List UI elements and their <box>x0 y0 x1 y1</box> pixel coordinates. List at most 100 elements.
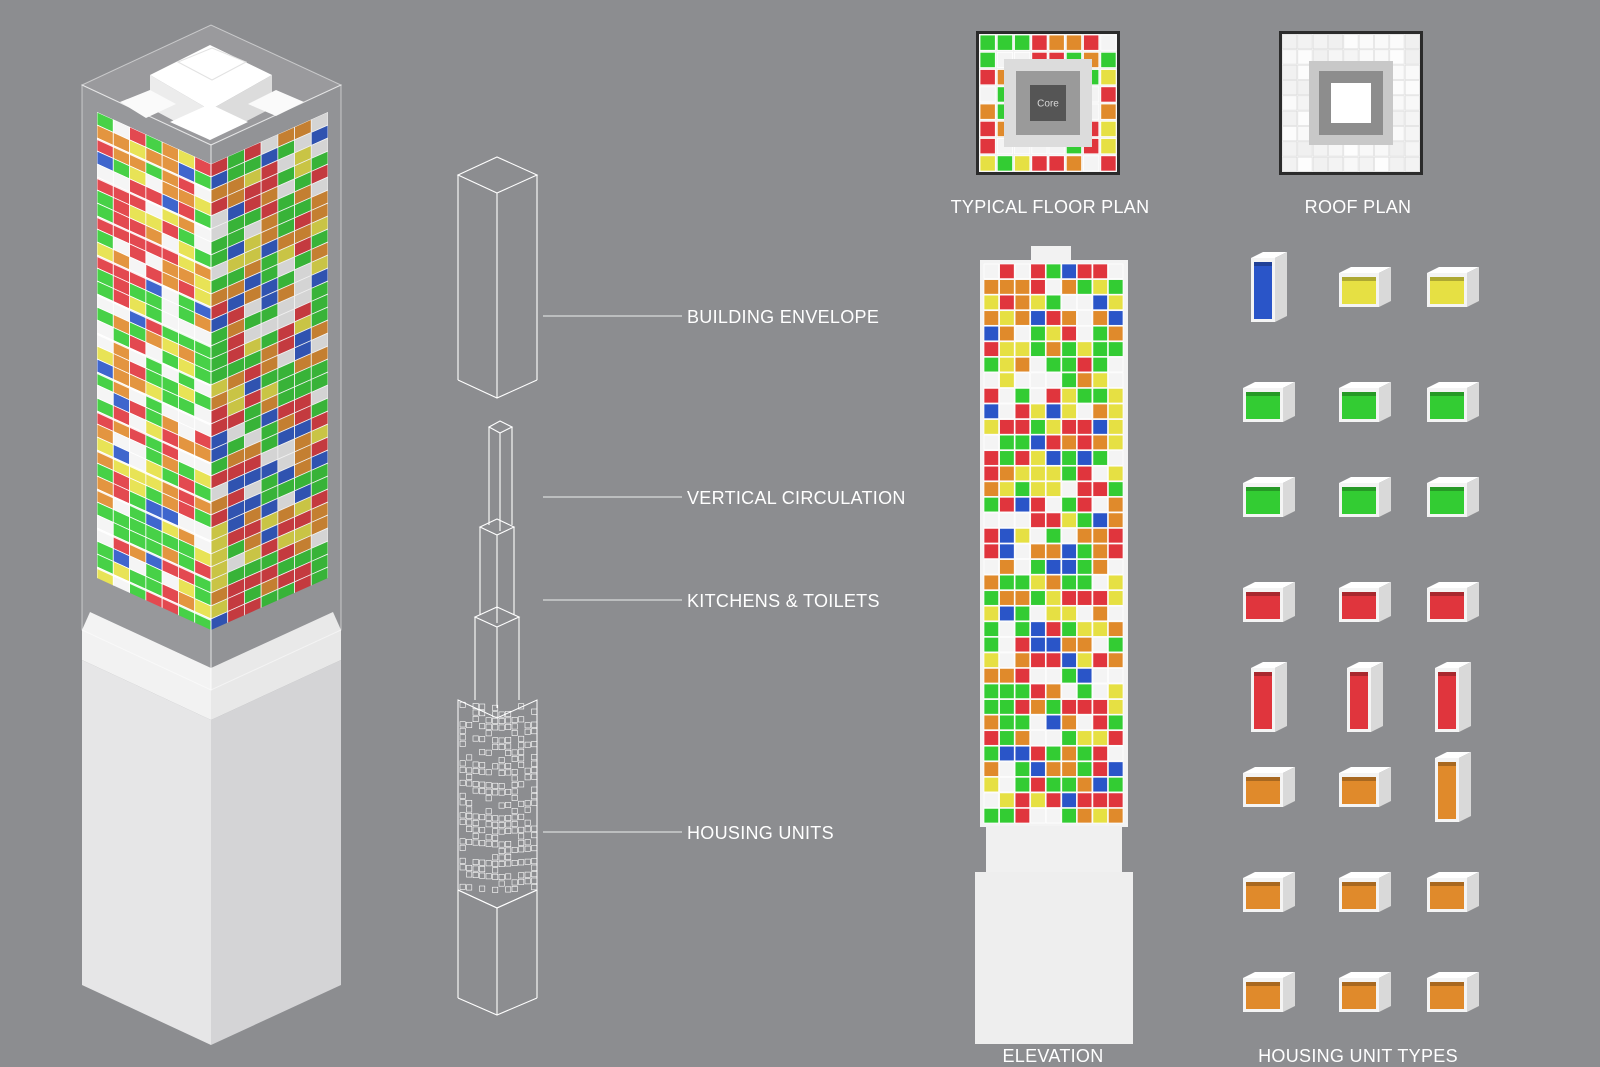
elevation-unit <box>1061 543 1077 559</box>
housing-unit-outline <box>511 716 518 723</box>
housing-unit-outline <box>498 744 505 751</box>
elevation-unit <box>983 761 999 777</box>
housing-unit-outline <box>511 885 518 892</box>
floor-plan-cell <box>979 34 996 51</box>
housing-unit-outline <box>524 741 531 748</box>
label-housing-units: HOUSING UNITS <box>687 823 834 843</box>
housing-unit-outline <box>524 858 531 865</box>
unit-interior-shadow <box>1254 672 1272 676</box>
elevation-unit <box>1108 792 1124 808</box>
elevation-unit <box>1030 792 1046 808</box>
tower-side-unit <box>310 527 328 550</box>
housing-unit-outline <box>498 841 505 848</box>
elevation-unit <box>999 388 1015 404</box>
housing-unit-outline <box>472 781 479 788</box>
elevation-unit <box>1076 356 1093 373</box>
unit-side <box>1371 662 1383 732</box>
housing-unit-outline <box>511 827 518 834</box>
housing-unit-type-blue <box>1251 252 1287 322</box>
housing-unit-outline <box>505 736 512 743</box>
housing-unit-outline <box>479 710 486 717</box>
housing-unit-outline <box>531 858 538 865</box>
elevation-unit <box>1092 528 1108 544</box>
elevation-unit <box>1092 761 1108 777</box>
housing-unit-outline <box>472 833 479 840</box>
elevation-unit <box>1030 294 1046 311</box>
elevation-unit <box>1076 481 1093 497</box>
floor-plan-cell <box>1048 155 1065 172</box>
housing-unit-outline <box>492 711 499 718</box>
housing-unit-outline <box>492 717 499 724</box>
housing-unit-outline <box>479 788 486 795</box>
elevation-unit <box>1076 590 1093 606</box>
elevation-unit <box>1076 683 1093 699</box>
unit-top <box>1339 267 1391 273</box>
unit-side <box>1459 752 1471 822</box>
elevation-unit <box>1014 668 1031 684</box>
housing-unit-outline <box>485 795 492 802</box>
elevation-unit <box>1108 699 1124 715</box>
housing-unit-outline <box>505 860 512 867</box>
tower-side-unit <box>310 124 328 147</box>
elevation-unit <box>999 745 1015 762</box>
housing-unit-outline <box>518 833 525 840</box>
roof-plan-module <box>1404 110 1420 126</box>
elevation-unit <box>1030 543 1046 559</box>
elevation-unit <box>983 714 999 731</box>
elevation-unit <box>1092 730 1108 746</box>
tower-floor-slab <box>97 372 211 426</box>
unit-interior-shadow <box>1342 392 1376 396</box>
unit-interior <box>1342 777 1376 804</box>
elevation-unit <box>1092 590 1108 606</box>
floor-plan-cell <box>1100 86 1117 103</box>
elevation-unit <box>1108 419 1124 435</box>
elevation-unit <box>1045 776 1062 793</box>
housing-unit-outline <box>505 814 512 821</box>
tower-side-unit <box>310 449 328 472</box>
label-building-envelope: BUILDING ENVELOPE <box>687 307 880 327</box>
elevation-unit <box>1045 403 1062 419</box>
elevation-unit <box>1108 652 1124 668</box>
elevation-unit <box>1045 574 1062 591</box>
housing-unit-outline <box>518 878 525 885</box>
housing-unit-type-red <box>1427 582 1479 622</box>
elevation-unit <box>1092 605 1108 622</box>
elevation-unit <box>999 341 1015 357</box>
housing-unit-outline <box>466 864 473 871</box>
elevation-unit <box>1061 403 1077 419</box>
elevation-unit <box>1045 325 1062 342</box>
elevation-unit <box>1030 341 1046 357</box>
elevation-unit <box>1014 419 1031 435</box>
roof-plan-module <box>1404 64 1420 80</box>
unit-interior-shadow <box>1438 762 1456 766</box>
elevation-unit <box>983 450 999 466</box>
housing-unit-outline <box>472 859 479 866</box>
elevation-unit <box>1076 279 1093 295</box>
elevation-unit <box>1061 279 1077 295</box>
tower-side-unit <box>310 280 328 303</box>
tower-side-unit <box>310 410 328 433</box>
elevation-unit <box>1076 450 1093 466</box>
roof-plan-module <box>1389 49 1405 65</box>
elevation-unit <box>1061 465 1077 482</box>
housing-unit-outline <box>511 775 518 782</box>
unit-interior-shadow <box>1246 982 1280 986</box>
elevation-unit <box>1092 263 1108 279</box>
unit-side <box>1467 972 1479 1012</box>
housing-unit-outline <box>492 854 499 861</box>
housing-unit-outline <box>518 755 525 762</box>
floor-plan-cell <box>979 103 996 120</box>
housing-unit-outline <box>479 885 486 892</box>
tower-side-unit <box>310 384 328 407</box>
housing-unit-outline <box>524 800 531 807</box>
elevation-unit <box>1030 636 1046 653</box>
unit-interior <box>1342 882 1376 909</box>
floor-plan-cell <box>1014 34 1031 51</box>
housing-unit-outline <box>518 761 525 768</box>
housing-unit-outline <box>479 872 486 879</box>
housing-unit-outline <box>505 749 512 756</box>
housing-unit-outline <box>511 814 518 821</box>
housing-unit-outline <box>511 755 518 762</box>
housing-unit-outline <box>498 874 505 881</box>
tower-floor-slab <box>97 411 211 465</box>
